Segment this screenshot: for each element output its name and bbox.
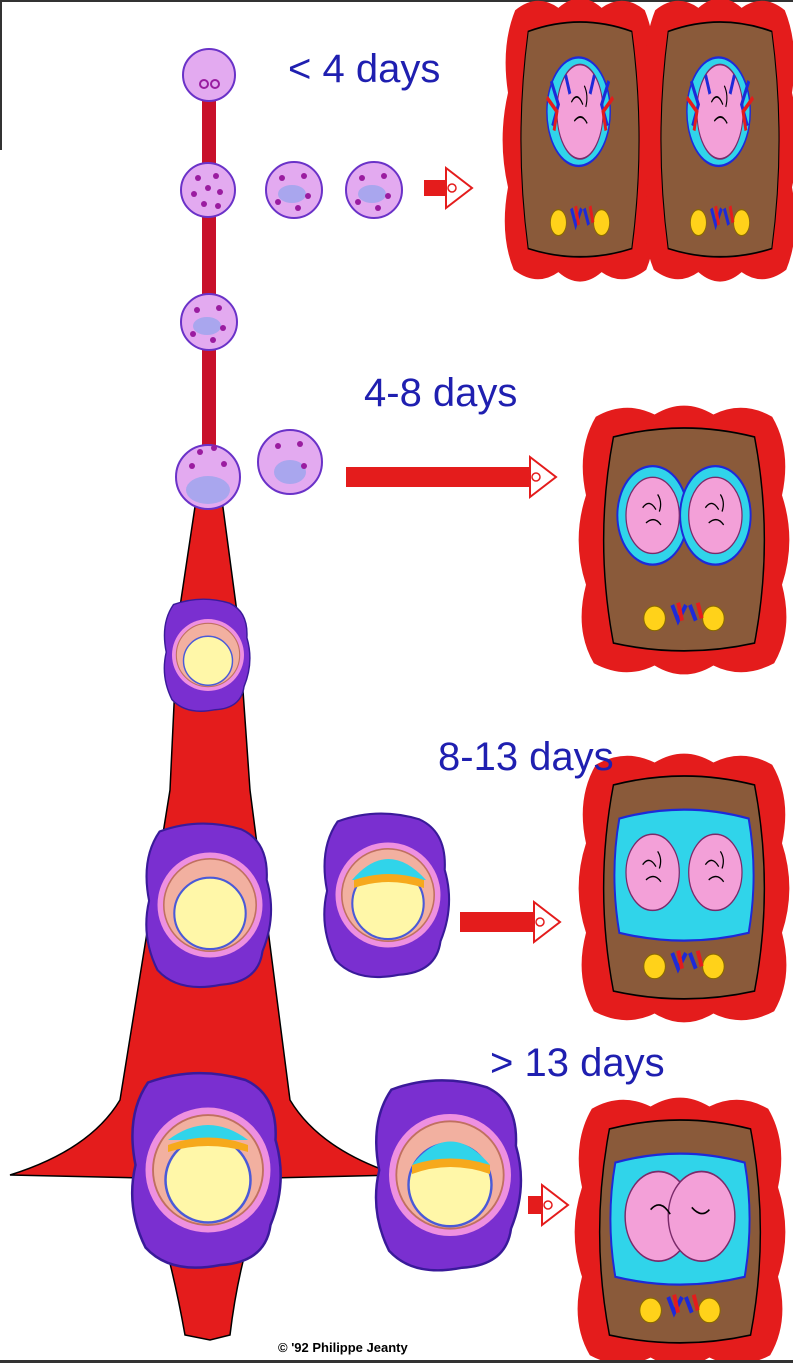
implanted-embryo-3 (132, 1073, 281, 1268)
arrow-right-icon (424, 168, 472, 208)
frame-left-edge (0, 0, 2, 150)
conjoined-twins (575, 1098, 786, 1363)
monoamniotic-twins (579, 754, 790, 1023)
dichorionic-twin-b (643, 0, 793, 282)
arrow-right-icon (528, 1185, 568, 1225)
label-under-4-days: < 4 days (288, 47, 440, 91)
blastocyst-cell (176, 445, 240, 509)
label-4-8-days: 4-8 days (364, 371, 517, 415)
split-cell-1a (266, 162, 322, 218)
arrow-right-icon (460, 902, 560, 942)
morula-cell-1 (181, 163, 235, 217)
monochorionic-diamniotic-twins (579, 406, 790, 675)
split-cell-1b (346, 162, 402, 218)
copyright-credit: © '92 Philippe Jeanty (278, 1340, 408, 1355)
split-embryo-8-13 (324, 814, 449, 977)
dichorionic-twin-a (503, 0, 658, 282)
implanted-embryo-1 (164, 599, 250, 711)
arrow-right-icon (346, 457, 556, 497)
label-8-13-days: 8-13 days (438, 735, 614, 779)
morula-cell-2 (181, 294, 237, 350)
implanted-embryo-2 (146, 824, 271, 987)
split-blastocyst-cell (258, 430, 322, 494)
zygote-cell (183, 49, 235, 101)
split-embryo-13 (376, 1080, 521, 1270)
label-over-13-days: > 13 days (490, 1041, 665, 1085)
